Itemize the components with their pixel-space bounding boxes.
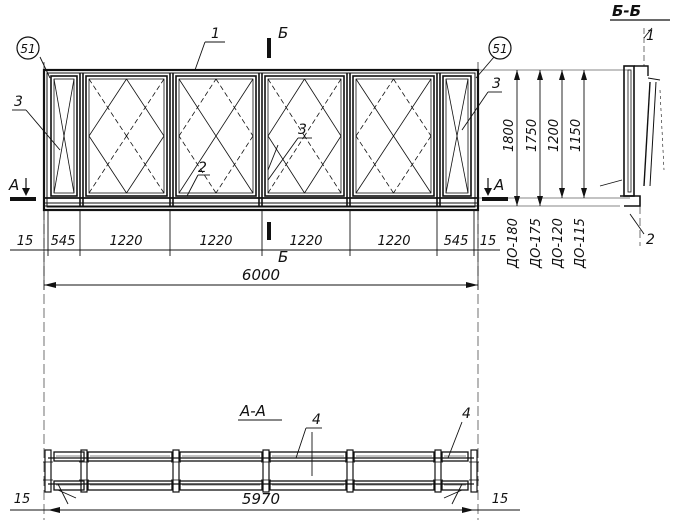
- plan-section: [43, 449, 479, 505]
- sash-1: [50, 75, 78, 197]
- callout-1: 1: [211, 26, 220, 42]
- plan-post: [79, 449, 89, 493]
- plan-post: [43, 449, 53, 493]
- callout-3-left: 3: [14, 94, 23, 110]
- node-marker-left-label: 51: [20, 42, 35, 56]
- front-elevation: [42, 62, 630, 520]
- height-1800: 1800: [502, 119, 517, 152]
- plan-post: [261, 449, 271, 493]
- mullions: [79, 73, 441, 206]
- plan-post: [469, 449, 479, 493]
- plan-sash-1: [53, 451, 85, 491]
- window-sashes: [50, 75, 472, 197]
- dim-545-right: 545: [444, 234, 469, 249]
- dim-overall-6000: 6000: [242, 266, 280, 284]
- plan-sash-6: [441, 451, 469, 491]
- section-mark-b-top: Б: [278, 24, 288, 42]
- side-callout-2: 2: [646, 232, 655, 248]
- callout-3-right: 3: [492, 76, 501, 92]
- plan-post: [171, 449, 181, 493]
- plan-dimension-line: [10, 507, 520, 513]
- dim-15-left: 15: [17, 234, 34, 249]
- plan-sash-3: [179, 451, 263, 491]
- section-mark-a-right: А: [493, 176, 504, 194]
- side-section: [599, 27, 665, 246]
- plan-dim-15-left: 15: [14, 492, 31, 507]
- node-marker-right-label: 51: [492, 42, 507, 56]
- section-mark-a-left: А: [8, 176, 19, 194]
- plan-sash-5: [353, 451, 435, 491]
- dim-1220-1: 1220: [109, 234, 142, 249]
- tolerance-115: ДО-115: [573, 218, 588, 269]
- plan-post: [433, 449, 443, 493]
- side-callout-1: 1: [646, 28, 655, 44]
- sash-4: [264, 75, 345, 197]
- height-1200: 1200: [547, 119, 562, 152]
- sash-5: [352, 75, 435, 197]
- plan-section-title: А-А: [239, 402, 266, 420]
- height-1150: 1150: [569, 119, 584, 152]
- plan-sash-4: [269, 451, 347, 491]
- section-mark-b-bottom: Б: [278, 248, 288, 266]
- callout-3-center: 3: [298, 122, 307, 138]
- dim-1220-3: 1220: [289, 234, 322, 249]
- plan-dim-5970: 5970: [242, 490, 280, 508]
- dim-1220-4: 1220: [377, 234, 410, 249]
- tolerance-180: ДО-180: [506, 218, 521, 269]
- tolerance-120: ДО-120: [551, 218, 566, 269]
- sash-3: [175, 75, 257, 197]
- section-mark-a: [10, 178, 508, 201]
- height-1750: 1750: [525, 119, 540, 152]
- plan-post: [345, 449, 355, 493]
- callout-2: 2: [198, 160, 207, 176]
- callout-leaders: [12, 41, 502, 197]
- plan-callout-4-right: 4: [462, 406, 471, 422]
- node-marker-left: 51: [16, 36, 40, 60]
- plan-sash-2: [87, 451, 173, 491]
- plan-callout-4-center: 4: [312, 412, 321, 428]
- sash-6: [442, 75, 472, 197]
- tolerance-175: ДО-175: [529, 218, 544, 269]
- side-section-title: Б-Б: [612, 2, 641, 20]
- section-mark-b: [267, 38, 271, 240]
- height-dimension-lines: [514, 70, 587, 206]
- dim-545-left: 545: [51, 234, 76, 249]
- dim-1220-2: 1220: [199, 234, 232, 249]
- bottom-dimension-chain: [10, 210, 500, 288]
- node-marker-right: 51: [488, 36, 512, 60]
- plan-callout-leaders: [295, 421, 463, 476]
- dim-15-right: 15: [480, 234, 497, 249]
- plan-dim-15-right: 15: [492, 492, 509, 507]
- sash-2: [85, 75, 168, 197]
